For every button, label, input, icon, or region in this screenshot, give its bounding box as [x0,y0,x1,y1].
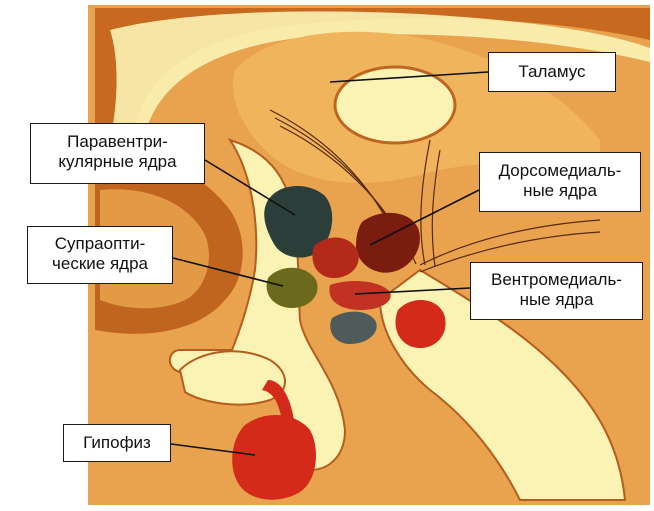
optic-chiasm-cream [180,351,285,404]
pituitary-gland [232,415,316,500]
supraoptic-nucleus [267,268,318,308]
label-thalamus: Таламус [488,52,616,92]
mammillary-body [395,300,445,348]
label-dorsomedial-nuclei: Дорсомедиаль- ные ядра [479,152,641,212]
label-pituitary: Гипофиз [63,424,171,462]
label-paraventricular-nuclei: Паравентри- кулярные ядра [30,123,205,184]
label-ventromedial-nuclei: Вентромедиаль- ные ядра [470,262,643,320]
label-supraoptic-nuclei: Супраопти- ческие ядра [27,226,173,284]
